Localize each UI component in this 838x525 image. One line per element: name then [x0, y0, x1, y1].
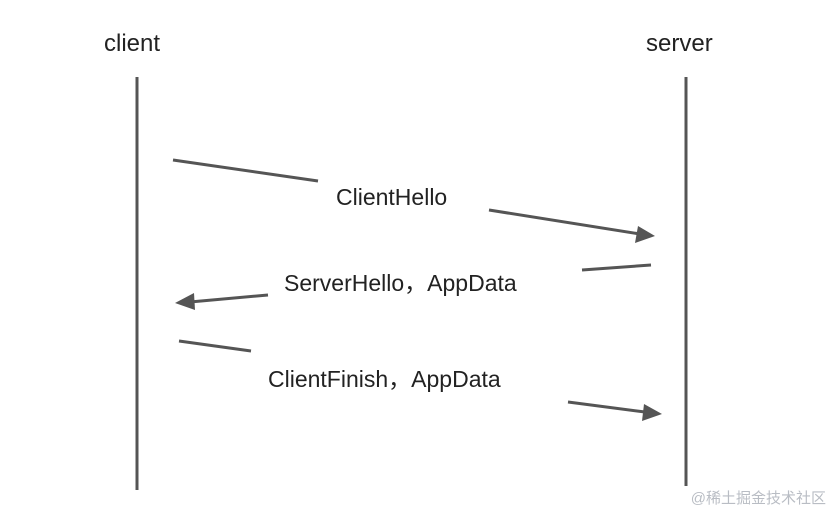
clienthello-arrow — [488, 208, 641, 236]
clientfinish-arrow — [567, 400, 646, 414]
serverhello-appdata-label: ServerHello，AppData — [284, 270, 517, 296]
server-label: server — [646, 30, 713, 57]
serverhello-arrow — [189, 293, 269, 304]
clienthello-arrowhead — [635, 226, 655, 243]
serverhello-line-tail — [581, 263, 652, 272]
clientfinish-arrowhead — [642, 404, 662, 421]
clienthello-line-tail — [172, 158, 319, 183]
watermark: @稀土掘金技术社区 — [690, 490, 826, 507]
client-label: client — [104, 30, 161, 57]
clienthello-label: ClientHello — [336, 184, 448, 210]
clientfinish-line-tail — [178, 339, 252, 353]
serverhello-arrowhead — [175, 293, 195, 310]
clientfinish-appdata-label: ClientFinish，AppData — [268, 366, 501, 392]
